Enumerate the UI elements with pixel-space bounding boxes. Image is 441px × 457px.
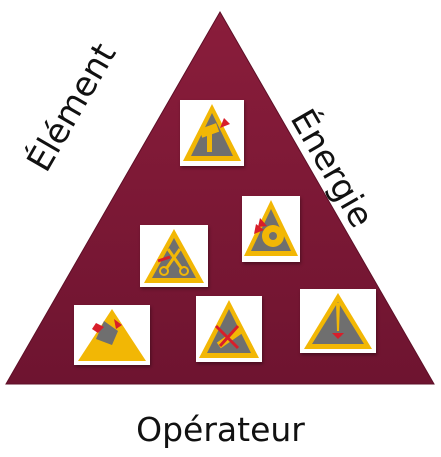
pinch-ruler-hazard-tile [196, 296, 262, 362]
rotating-blade-hazard-tile [242, 196, 300, 262]
pinch-ruler-hazard-icon [199, 300, 259, 358]
hammer-hazard-icon [183, 104, 241, 161]
falling-object-hazard-tile [74, 305, 150, 365]
falling-object-hazard-icon [78, 309, 146, 361]
sharp-point-hazard-tile [300, 289, 376, 353]
scissors-hazard-icon [144, 229, 204, 283]
rotating-blade-hazard-icon [244, 200, 298, 256]
scissors-hazard-tile [140, 225, 208, 287]
hammer-hazard-tile [180, 100, 244, 166]
sharp-point-hazard-icon [304, 293, 372, 349]
label-operateur: Opérateur [136, 410, 305, 449]
